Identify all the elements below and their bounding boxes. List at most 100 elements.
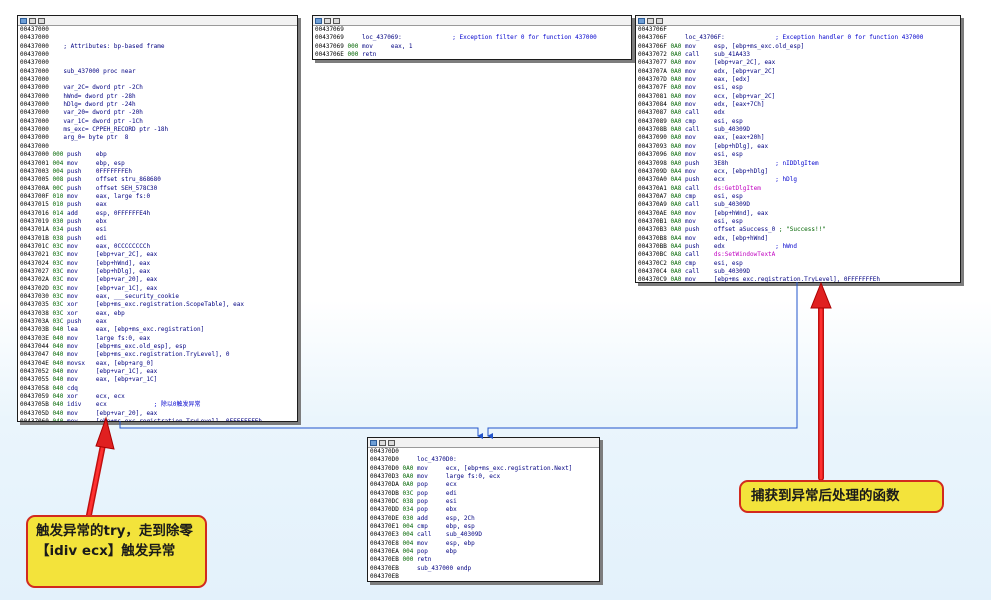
disasm-line[interactable]: 004370AE 0A0 mov [ebp+hWnd], eax xyxy=(638,210,958,218)
disasm-line[interactable]: 004370DC 038 pop esi xyxy=(370,498,597,506)
disasm-line[interactable]: 00437019 030 push ebx xyxy=(20,218,295,226)
disasm-line[interactable]: 00437090 0A0 mov eax, [eax+20h] xyxy=(638,134,958,142)
disasm-line[interactable]: 004370D0 0A0 mov ecx, [ebp+ms_exc.regist… xyxy=(370,465,597,473)
disasm-line[interactable]: 00437058 040 cdq xyxy=(20,385,295,393)
disasm-line[interactable]: 00437005 008 push offset stru_868680 xyxy=(20,176,295,184)
disasm-line[interactable]: 00437069 000 mov eax, 1 xyxy=(315,43,629,51)
disasm-line[interactable]: 0043703B 040 lea eax, [ebp+ms_exc.regist… xyxy=(20,326,295,334)
node-graph-icon[interactable] xyxy=(324,17,331,24)
disasm-line[interactable]: 004370E8 004 mov esp, ebp xyxy=(370,540,597,548)
disasm-line[interactable]: 00437035 03C xor [ebp+ms_exc.registratio… xyxy=(20,301,295,309)
disasm-line[interactable]: 0043701A 034 push esi xyxy=(20,226,295,234)
disasm-line[interactable]: 0043704E 040 movsx eax, [ebp+arg_0] xyxy=(20,360,295,368)
disasm-line[interactable]: 00437000 xyxy=(20,51,295,59)
node-group-icon[interactable] xyxy=(333,17,340,24)
disasm-line[interactable]: 0043702D 03C mov [ebp+var_1C], eax xyxy=(20,285,295,293)
disasm-line[interactable]: 0043700F 010 mov eax, large fs:0 xyxy=(20,193,295,201)
disasm-line[interactable]: 00437098 0A0 push 3E8h ; nIDDlgItem xyxy=(638,160,958,168)
disasm-line[interactable]: 004370DE 030 add esp, 2Ch xyxy=(370,515,597,523)
disasm-line[interactable]: 00437093 0A0 mov [ebp+hDlg], eax xyxy=(638,143,958,151)
disasm-line[interactable]: 00437044 040 mov [ebp+ms_exc.old_esp], e… xyxy=(20,343,295,351)
disasm-line[interactable]: 00437003 004 push 0FFFFFFFEh xyxy=(20,168,295,176)
disasm-line[interactable]: 004370E3 004 call sub_40309D xyxy=(370,531,597,539)
disasm-line[interactable]: 00437000 ms_exc= CPPEH_RECORD ptr -18h xyxy=(20,126,295,134)
disasm-line[interactable]: 0043706E 000 retn xyxy=(315,51,629,59)
disasm-line[interactable]: 00437000 xyxy=(20,34,295,42)
disasm-line[interactable]: 00437000 hWnd= dword ptr -28h xyxy=(20,93,295,101)
disasm-line[interactable]: 004370DA 0A0 pop ecx xyxy=(370,481,597,489)
disasm-line[interactable]: 004370A7 0A0 cmp esi, esp xyxy=(638,193,958,201)
disasm-line[interactable]: 004370BB 0A4 push edx ; hWnd xyxy=(638,243,958,251)
node-graph-icon[interactable] xyxy=(647,17,654,24)
disasm-line[interactable]: 00437000 var_2C= dword ptr -2Ch xyxy=(20,84,295,92)
disasm-line[interactable]: 00437000 xyxy=(20,143,295,151)
disasm-line[interactable]: 00437084 0A0 mov edx, [eax+7Ch] xyxy=(638,101,958,109)
disasm-line[interactable]: 0043706F loc_43706F: ; Exception handler… xyxy=(638,34,958,42)
node-graph-icon[interactable] xyxy=(29,17,36,24)
disasm-line[interactable]: 00437055 040 mov eax, [ebp+var_1C] xyxy=(20,376,295,384)
disasm-line[interactable]: 00437059 040 xor ecx, ecx xyxy=(20,393,295,401)
disasm-line[interactable]: 00437024 03C mov [ebp+hWnd], eax xyxy=(20,260,295,268)
disasm-line[interactable]: 0043702A 03C mov [ebp+var_20], eax xyxy=(20,276,295,284)
disasm-line[interactable]: 00437081 0A0 mov ecx, [ebp+var_2C] xyxy=(638,93,958,101)
disasm-line[interactable]: 00437089 0A0 cmp esi, esp xyxy=(638,118,958,126)
disasm-line[interactable]: 00437077 0A0 mov [ebp+var_2C], eax xyxy=(638,59,958,67)
disasm-line[interactable]: 00437000 xyxy=(20,76,295,84)
disasm-line[interactable]: 004370B3 0A0 push offset aSuccess_0 ; "S… xyxy=(638,226,958,234)
disasm-line[interactable]: 004370D0 loc_4370D0: xyxy=(370,456,597,464)
disasm-line[interactable]: 004370DB 03C pop edi xyxy=(370,490,597,498)
disasm-line[interactable]: 00437000 ; Attributes: bp-based frame xyxy=(20,43,295,51)
disasm-line[interactable]: 004370C9 0A0 mov [ebp+ms_exc.registratio… xyxy=(638,276,958,282)
disasm-line[interactable]: 00437027 03C mov [ebp+hDlg], eax xyxy=(20,268,295,276)
disasm-line[interactable]: 0043708B 0A0 call sub_40309D xyxy=(638,126,958,134)
disasm-line[interactable]: 00437000 arg_0= byte ptr 8 xyxy=(20,134,295,142)
disasm-line[interactable]: 0043705D 040 mov [ebp+var_20], eax xyxy=(20,410,295,418)
disasm-line[interactable]: 00437038 03C xor eax, ebp xyxy=(20,310,295,318)
node-color-icon[interactable] xyxy=(315,17,322,24)
disasm-line[interactable]: 0043707A 0A0 mov edx, [ebp+var_2C] xyxy=(638,68,958,76)
disasm-line[interactable]: 00437000 xyxy=(20,59,295,67)
node-color-icon[interactable] xyxy=(370,439,377,446)
disasm-line[interactable]: 00437016 014 add esp, 0FFFFFFE4h xyxy=(20,210,295,218)
disasm-line[interactable]: 004370EA 004 pop ebp xyxy=(370,548,597,556)
disasm-line[interactable]: 00437069 xyxy=(315,26,629,34)
disasm-line[interactable]: 00437000 hDlg= dword ptr -24h xyxy=(20,101,295,109)
node-graph-icon[interactable] xyxy=(379,439,386,446)
disasm-line[interactable]: 00437000 xyxy=(20,26,295,34)
disasm-line[interactable]: 004370D0 xyxy=(370,448,597,456)
disasm-line[interactable]: 00437015 010 push eax xyxy=(20,201,295,209)
node-group-icon[interactable] xyxy=(388,439,395,446)
disasm-line[interactable]: 004370A1 0A8 call ds:GetDlgItem xyxy=(638,185,958,193)
disasm-line[interactable]: 004370B8 0A4 mov edx, [ebp+hWnd] xyxy=(638,235,958,243)
disasm-line[interactable]: 004370A0 0A4 push ecx ; hDlg xyxy=(638,176,958,184)
disasm-line[interactable]: 0043709D 0A4 mov ecx, [ebp+hDlg] xyxy=(638,168,958,176)
disasm-line[interactable]: 00437096 0A0 mov esi, esp xyxy=(638,151,958,159)
disasm-line[interactable]: 004370BC 0A8 call ds:SetWindowTextA xyxy=(638,251,958,259)
disasm-line[interactable]: 004370A9 0A0 call sub_40309D xyxy=(638,201,958,209)
disasm-line[interactable]: 00437021 03C mov [ebp+var_2C], eax xyxy=(20,251,295,259)
disasm-line[interactable]: 0043706F xyxy=(638,26,958,34)
node-group-icon[interactable] xyxy=(656,17,663,24)
disasm-line[interactable]: 004370DD 034 pop ebx xyxy=(370,506,597,514)
disasm-line[interactable]: 004370EB sub_437000 endp xyxy=(370,565,597,573)
node-group-icon[interactable] xyxy=(38,17,45,24)
disasm-line[interactable]: 0043703E 040 mov large fs:0, eax xyxy=(20,335,295,343)
disasm-line[interactable]: 0043703A 03C push eax xyxy=(20,318,295,326)
disasm-line[interactable]: 0043707D 0A0 mov eax, [edx] xyxy=(638,76,958,84)
disasm-line[interactable]: 0043701B 038 push edi xyxy=(20,235,295,243)
disasm-line[interactable]: 004370D3 0A0 mov large fs:0, ecx xyxy=(370,473,597,481)
disasm-line[interactable]: 004370B1 0A0 mov esi, esp xyxy=(638,218,958,226)
node-color-icon[interactable] xyxy=(638,17,645,24)
disasm-line[interactable]: 0043707F 0A0 mov esi, esp xyxy=(638,84,958,92)
disasm-line[interactable]: 0043706F 0A0 mov esp, [ebp+ms_exc.old_es… xyxy=(638,43,958,51)
disasm-line[interactable]: 004370E1 004 cmp ebp, esp xyxy=(370,523,597,531)
disasm-line[interactable]: 00437000 var_1C= dword ptr -1Ch xyxy=(20,118,295,126)
disasm-line[interactable]: 00437000 sub_437000 proc near xyxy=(20,68,295,76)
disasm-line[interactable]: 0043701C 03C mov eax, 0CCCCCCCCh xyxy=(20,243,295,251)
disasm-line[interactable]: 004370EB 000 retn xyxy=(370,556,597,564)
disasm-line[interactable]: 00437060 040 mov [ebp+ms_exc.registratio… xyxy=(20,418,295,421)
